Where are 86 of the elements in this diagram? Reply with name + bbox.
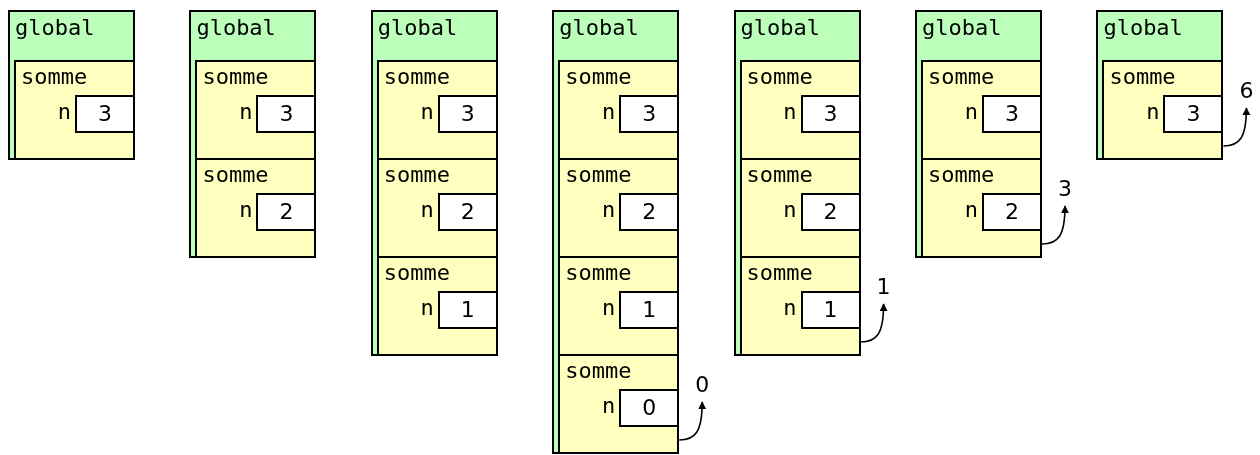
return-value: 0 xyxy=(695,374,710,396)
call-frame xyxy=(1102,60,1224,160)
global-frame xyxy=(552,10,680,454)
variable-name: n xyxy=(601,101,616,123)
call-frame xyxy=(739,60,861,160)
variable-name: n xyxy=(1146,101,1160,123)
return-arrow xyxy=(859,303,888,343)
return-value: 3 xyxy=(1058,178,1072,200)
call-frame xyxy=(558,354,680,454)
return-value: 6 xyxy=(1239,80,1254,102)
frame-label: global xyxy=(15,17,95,39)
variable-name: n xyxy=(783,297,797,319)
frame-label: somme xyxy=(746,164,813,186)
call-frame xyxy=(376,256,498,356)
frame-label: somme xyxy=(202,164,269,186)
call-frame xyxy=(921,158,1042,258)
variable-value: 2 xyxy=(279,201,294,223)
call-frame xyxy=(376,158,498,258)
frame-label: somme xyxy=(202,66,269,88)
variable-value: 2 xyxy=(642,201,657,223)
variable-value: 3 xyxy=(642,103,657,125)
variable-value: 3 xyxy=(823,103,838,125)
global-frame xyxy=(370,10,498,356)
global-frame xyxy=(915,10,1042,258)
frame-label: somme xyxy=(746,262,813,284)
call-frame xyxy=(195,158,317,258)
variable-name: n xyxy=(601,297,616,319)
variable-value: 1 xyxy=(460,299,475,321)
frame-label: global xyxy=(377,17,458,39)
variable-value: 0 xyxy=(642,397,657,419)
variable-value: 3 xyxy=(1005,103,1019,125)
frame-label: somme xyxy=(928,66,995,88)
global-frame xyxy=(8,10,135,160)
variable-name: n xyxy=(420,101,434,123)
frame-label: global xyxy=(740,17,821,39)
variable-name: n xyxy=(601,199,616,221)
return-arrow xyxy=(1222,107,1251,147)
call-frame xyxy=(376,60,498,160)
variable-value: 2 xyxy=(1005,201,1019,223)
variable-name: n xyxy=(601,395,616,417)
variable-name: n xyxy=(57,101,71,123)
call-frame xyxy=(14,60,135,160)
return-arrow xyxy=(678,401,707,441)
variable-value: 1 xyxy=(823,299,838,321)
variable-name: n xyxy=(783,101,797,123)
call-frame xyxy=(558,256,680,356)
variable-value: 3 xyxy=(279,103,294,125)
variable-value: 3 xyxy=(98,103,112,125)
call-frame xyxy=(739,256,861,356)
variable-name: n xyxy=(964,101,978,123)
variable-value: 2 xyxy=(823,201,838,223)
variable-value: 3 xyxy=(460,103,475,125)
frame-label: global xyxy=(1103,17,1183,39)
global-frame xyxy=(1096,10,1224,160)
call-frame xyxy=(558,158,680,258)
variable-value: 1 xyxy=(642,299,657,321)
variable-name: n xyxy=(420,199,434,221)
frame-label: somme xyxy=(383,66,451,88)
frame-label: global xyxy=(922,17,1002,39)
return-value: 1 xyxy=(876,276,891,298)
variable-name: n xyxy=(783,199,797,221)
variable-value: 2 xyxy=(460,201,475,223)
variable-value: 3 xyxy=(1186,103,1201,125)
frame-label: somme xyxy=(21,66,88,88)
frame-label: somme xyxy=(565,262,632,284)
call-frame xyxy=(195,60,317,160)
frame-label: somme xyxy=(383,164,451,186)
variable-name: n xyxy=(420,297,434,319)
frame-label: somme xyxy=(928,164,995,186)
frame-label: somme xyxy=(565,66,632,88)
frame-label: somme xyxy=(565,164,632,186)
global-frame xyxy=(189,10,317,258)
variable-name: n xyxy=(239,101,253,123)
call-frame xyxy=(558,60,680,160)
call-frame xyxy=(921,60,1042,160)
frame-label: global xyxy=(559,17,639,39)
frame-label: somme xyxy=(1109,66,1176,88)
variable-name: n xyxy=(964,199,978,221)
frame-label: somme xyxy=(746,66,813,88)
return-arrow xyxy=(1041,205,1069,245)
call-frame xyxy=(739,158,861,258)
frame-label: somme xyxy=(383,262,451,284)
frame-label: global xyxy=(196,17,276,39)
variable-name: n xyxy=(239,199,253,221)
frame-label: somme xyxy=(565,360,632,382)
global-frame xyxy=(733,10,861,356)
